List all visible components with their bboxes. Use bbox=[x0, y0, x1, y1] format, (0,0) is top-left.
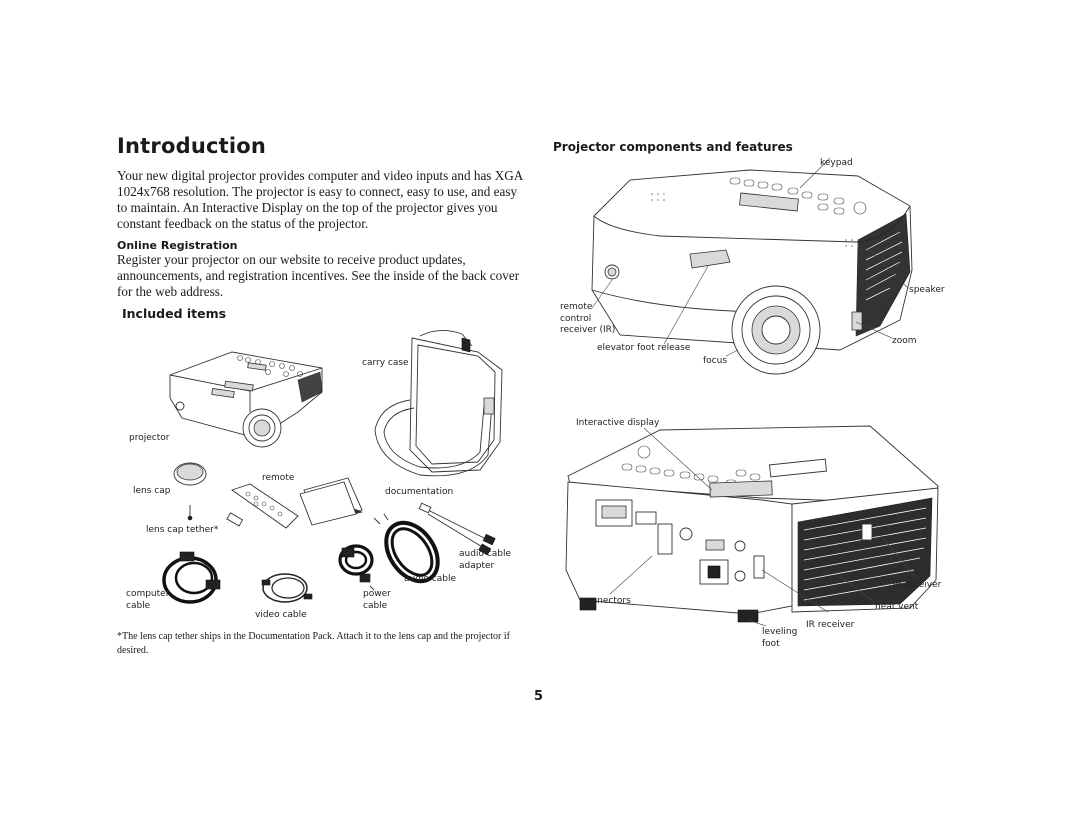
label-connectors: connectors bbox=[581, 596, 631, 606]
label-ir-receiver-right: IR receiver bbox=[893, 580, 942, 590]
label-interactive-display: Interactive display bbox=[576, 418, 660, 428]
footnote: *The lens cap tether ships in the Docume… bbox=[117, 631, 510, 656]
label-speaker: speaker bbox=[909, 285, 945, 295]
lens-cap-illustration bbox=[173, 462, 207, 486]
projector-illustration bbox=[169, 351, 323, 448]
label-carry-case: carry case bbox=[362, 358, 409, 368]
label-heat-vent: heat vent bbox=[875, 602, 919, 612]
included-items-heading: Included items bbox=[122, 306, 227, 321]
label-keypad: keypad bbox=[820, 158, 853, 168]
included-items-illustration bbox=[0, 0, 540, 700]
label-power-cable: power cable bbox=[363, 589, 391, 611]
label-computer-cable: computer cable bbox=[126, 589, 170, 611]
label-audio-cable-adapter: audio cable adapter bbox=[459, 549, 512, 571]
label-remote: remote bbox=[262, 473, 295, 483]
label-remote-control-receiver: remote control receiver (IR) bbox=[560, 302, 616, 335]
page-title: Introduction bbox=[117, 134, 267, 158]
label-ir-receiver-bottom: IR receiver bbox=[806, 620, 855, 630]
online-registration-heading: Online Registration bbox=[117, 239, 238, 252]
label-lens-cap: lens cap bbox=[133, 486, 171, 496]
video-cable-illustration bbox=[261, 573, 313, 603]
label-focus: focus bbox=[703, 356, 728, 366]
computer-cable-illustration bbox=[162, 551, 221, 604]
power-cable-illustration bbox=[338, 544, 375, 591]
projector-top-view-illustration bbox=[540, 150, 960, 380]
carry-case-illustration bbox=[374, 330, 503, 477]
projector-back-view-illustration bbox=[540, 400, 960, 650]
label-documentation: documentation bbox=[385, 487, 454, 497]
documentation-illustration bbox=[299, 477, 363, 526]
remote-illustration bbox=[231, 483, 299, 529]
lens-cap-tether-illustration bbox=[187, 505, 244, 527]
label-projector: projector bbox=[129, 433, 170, 443]
audio-cable-adapter-illustration bbox=[418, 502, 496, 556]
components-heading: Projector components and features bbox=[553, 140, 793, 154]
intro-paragraph: Your new digital projector provides comp… bbox=[117, 168, 523, 231]
label-video-cable: video cable bbox=[255, 610, 307, 620]
page-number: 5 bbox=[534, 689, 544, 704]
label-audio-cable: audio cable bbox=[404, 574, 457, 584]
audio-cable-illustration bbox=[373, 513, 440, 584]
label-elevator-foot-release: elevator foot release bbox=[597, 343, 691, 353]
label-lens-cap-tether: lens cap tether* bbox=[146, 525, 219, 535]
label-leveling-foot: leveling foot bbox=[762, 627, 798, 649]
online-registration-text: Register your projector on our website t… bbox=[117, 252, 520, 299]
label-zoom: zoom bbox=[892, 336, 917, 346]
